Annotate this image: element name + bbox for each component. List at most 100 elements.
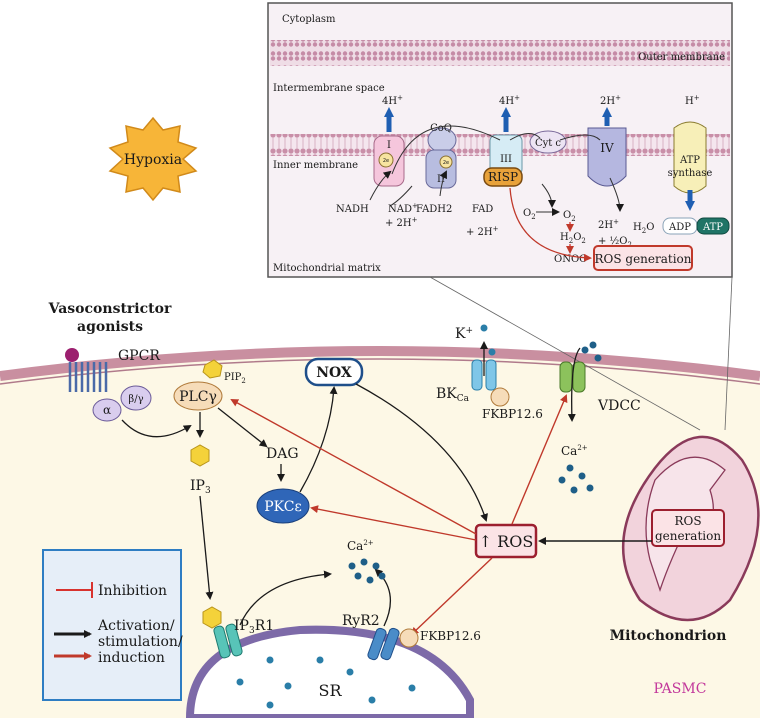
complex-iii-label: III xyxy=(500,154,512,165)
nad-label: NAD+ xyxy=(388,202,418,215)
risp-label: RISP xyxy=(488,170,518,184)
ip3-hexagon xyxy=(190,444,210,467)
gpcr-receptor xyxy=(68,362,108,392)
nox-label: NOX xyxy=(316,365,352,381)
complex-iii: III RISP xyxy=(483,134,523,187)
vasoconstrictor-label-2: agonists xyxy=(77,319,143,335)
proton-label-iv: 2H+ xyxy=(600,94,621,107)
outer-membrane-label: Outer membrane xyxy=(638,52,725,63)
complex-iv-label: IV xyxy=(600,141,614,155)
fkbp-ryr2-label: FKBP12.6 xyxy=(420,629,481,643)
legend-activation-label-3: induction xyxy=(98,650,165,666)
complex-i: 2e I xyxy=(373,135,405,187)
cytoplasm-label: Cytoplasm xyxy=(282,14,336,25)
proton-label-iii: 4H+ xyxy=(499,94,520,107)
atp-synthase-label-2: synthase xyxy=(668,168,713,179)
bk-label: BKCa xyxy=(436,386,470,404)
vdcc-label: VDCC xyxy=(597,398,641,414)
electron-label-2: 2e xyxy=(443,160,449,166)
nadh-label: NADH xyxy=(336,204,369,215)
fkbp-bk-label: FKBP12.6 xyxy=(482,407,543,421)
proton-label-atp: H+ xyxy=(685,94,700,107)
ca-cytosol-label: Ca2+ xyxy=(561,444,588,458)
vdcc-left xyxy=(559,361,573,393)
cytosolic-calcium-center xyxy=(348,558,386,584)
fadh2-label: FADH2 xyxy=(416,204,452,215)
g-alpha xyxy=(92,398,122,422)
atp-pill xyxy=(696,217,730,235)
complex-iv: IV xyxy=(587,127,627,187)
alpha-label: α xyxy=(103,403,111,417)
legend: Inhibition Activation/ stimulation/ indu… xyxy=(42,549,183,701)
inset-ros-generation-label: ROS generation xyxy=(594,252,691,266)
vasoconstrictor-label-1: Vasoconstrictor xyxy=(48,301,172,317)
ip3-bound-hexagon xyxy=(202,606,222,629)
pkc-to-nox-arrow xyxy=(299,386,338,493)
hypoxia-label: Hypoxia xyxy=(124,152,182,168)
nox xyxy=(304,357,364,387)
inset-ros-generation-box xyxy=(593,245,693,271)
two-h-label: 2H+ xyxy=(598,218,619,231)
atp-label: ATP xyxy=(702,222,723,233)
pip2-label: PIP2 xyxy=(224,372,246,385)
ip3-to-ip3r1-arrow xyxy=(199,495,214,600)
beta-gamma-label: β/γ xyxy=(128,394,143,405)
ip3r1-left xyxy=(213,625,231,659)
plc-gamma xyxy=(173,381,223,411)
electron-flow xyxy=(369,125,624,212)
ros-label: ↑ ROS xyxy=(479,532,534,551)
pkc-label: PKCε xyxy=(264,499,301,515)
k-ion-dot xyxy=(488,348,496,356)
superoxide-label: O2 xyxy=(563,210,576,223)
ryr2-right xyxy=(380,627,400,661)
g-beta-gamma xyxy=(120,385,152,411)
bk-channel-right xyxy=(485,359,497,391)
cytosol xyxy=(0,355,760,718)
ryr2-left xyxy=(367,627,387,661)
gpcr-label: GPCR xyxy=(118,348,160,364)
fkbp-bk xyxy=(490,387,510,407)
mito-ros-generation-box xyxy=(651,509,725,547)
k-ion-dot xyxy=(480,324,488,332)
electron-label-1: 2e xyxy=(383,158,389,164)
atp-synthase: ATP synthase xyxy=(668,121,713,194)
ros-induction-arrows xyxy=(230,394,568,636)
nad-proton-label: + 2H+ xyxy=(385,216,418,229)
ip3r1-label: IP3R1 xyxy=(234,618,274,636)
complex-ii: 2e II xyxy=(425,127,457,189)
risp-to-ros-arrow xyxy=(509,187,592,262)
sr-label: SR xyxy=(318,681,342,700)
vdcc-calcium-influx-arrow xyxy=(567,347,581,422)
vdcc-right xyxy=(572,361,586,393)
ca-ion-dot xyxy=(581,346,589,354)
ip3-label: IP3 xyxy=(190,478,211,496)
mito-ros-label-1: ROS xyxy=(674,514,701,528)
coq-label: CoQ xyxy=(430,123,452,134)
mitochondrion-label: Mitochondrion xyxy=(610,628,727,644)
complex-ii-label: II xyxy=(437,174,445,185)
sr-calcium xyxy=(236,656,416,709)
ca-ion-dot xyxy=(594,354,602,362)
complex-i-label: I xyxy=(387,140,391,151)
legend-activation-label-2: stimulation/ xyxy=(98,634,183,650)
intermembrane-space-label: Intermembrane space xyxy=(273,83,385,94)
plasma-membrane xyxy=(0,346,760,381)
plc-to-dag-arrow xyxy=(217,407,268,448)
cyt-c-label: Cyt c xyxy=(535,138,561,149)
inner-membrane-label: Inner membrane xyxy=(273,160,358,171)
ca-center-label: Ca2+ xyxy=(347,539,374,553)
plc-label: PLCγ xyxy=(179,389,217,405)
proton-pump-arrows xyxy=(384,107,695,211)
ip3r1-calcium-release-arrow xyxy=(239,570,332,626)
onoo-label: ONOO xyxy=(554,254,587,265)
nox-to-ros-arrow xyxy=(355,383,488,522)
h2o-label: H2O xyxy=(633,222,654,235)
adp-label: ADP xyxy=(668,222,691,233)
bk-channel-left xyxy=(471,359,483,391)
pip2-hexagon xyxy=(202,359,223,379)
fad-proton-label: + 2H+ xyxy=(466,225,499,238)
fkbp-ryr2 xyxy=(399,628,419,648)
legend-inhibition-label: Inhibition xyxy=(98,583,167,599)
